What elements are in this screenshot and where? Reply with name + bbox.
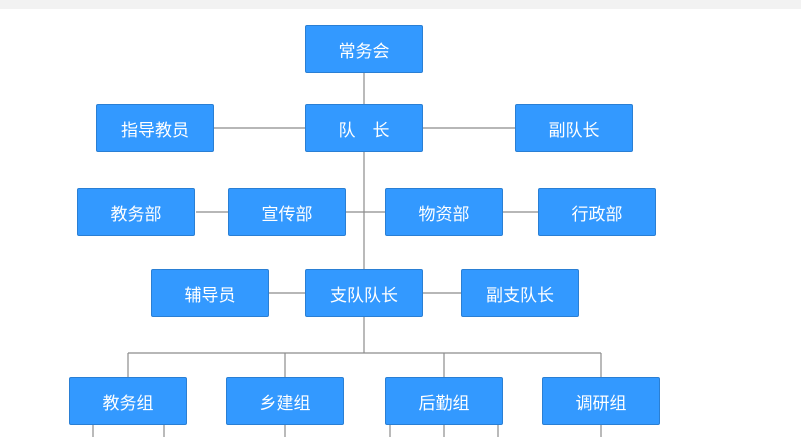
node-group-rural-construction[interactable]: 乡建组 [226,377,344,425]
node-dept-academic-affairs[interactable]: 教务部 [77,188,195,236]
node-group-academic[interactable]: 教务组 [69,377,187,425]
node-team-leader[interactable]: 支队队长 [305,269,423,317]
node-group-logistics[interactable]: 后勤组 [385,377,503,425]
node-instructor[interactable]: 指导教员 [96,104,214,152]
node-counselor[interactable]: 辅导员 [151,269,269,317]
node-dept-supplies[interactable]: 物资部 [385,188,503,236]
node-dept-administration[interactable]: 行政部 [538,188,656,236]
node-committee[interactable]: 常务会 [305,25,423,73]
node-vice-captain[interactable]: 副队长 [515,104,633,152]
node-dept-publicity[interactable]: 宣传部 [228,188,346,236]
node-captain[interactable]: 队 长 [305,104,423,152]
node-group-research[interactable]: 调研组 [542,377,660,425]
top-bar [0,0,801,9]
node-vice-team-leader[interactable]: 副支队长 [461,269,579,317]
